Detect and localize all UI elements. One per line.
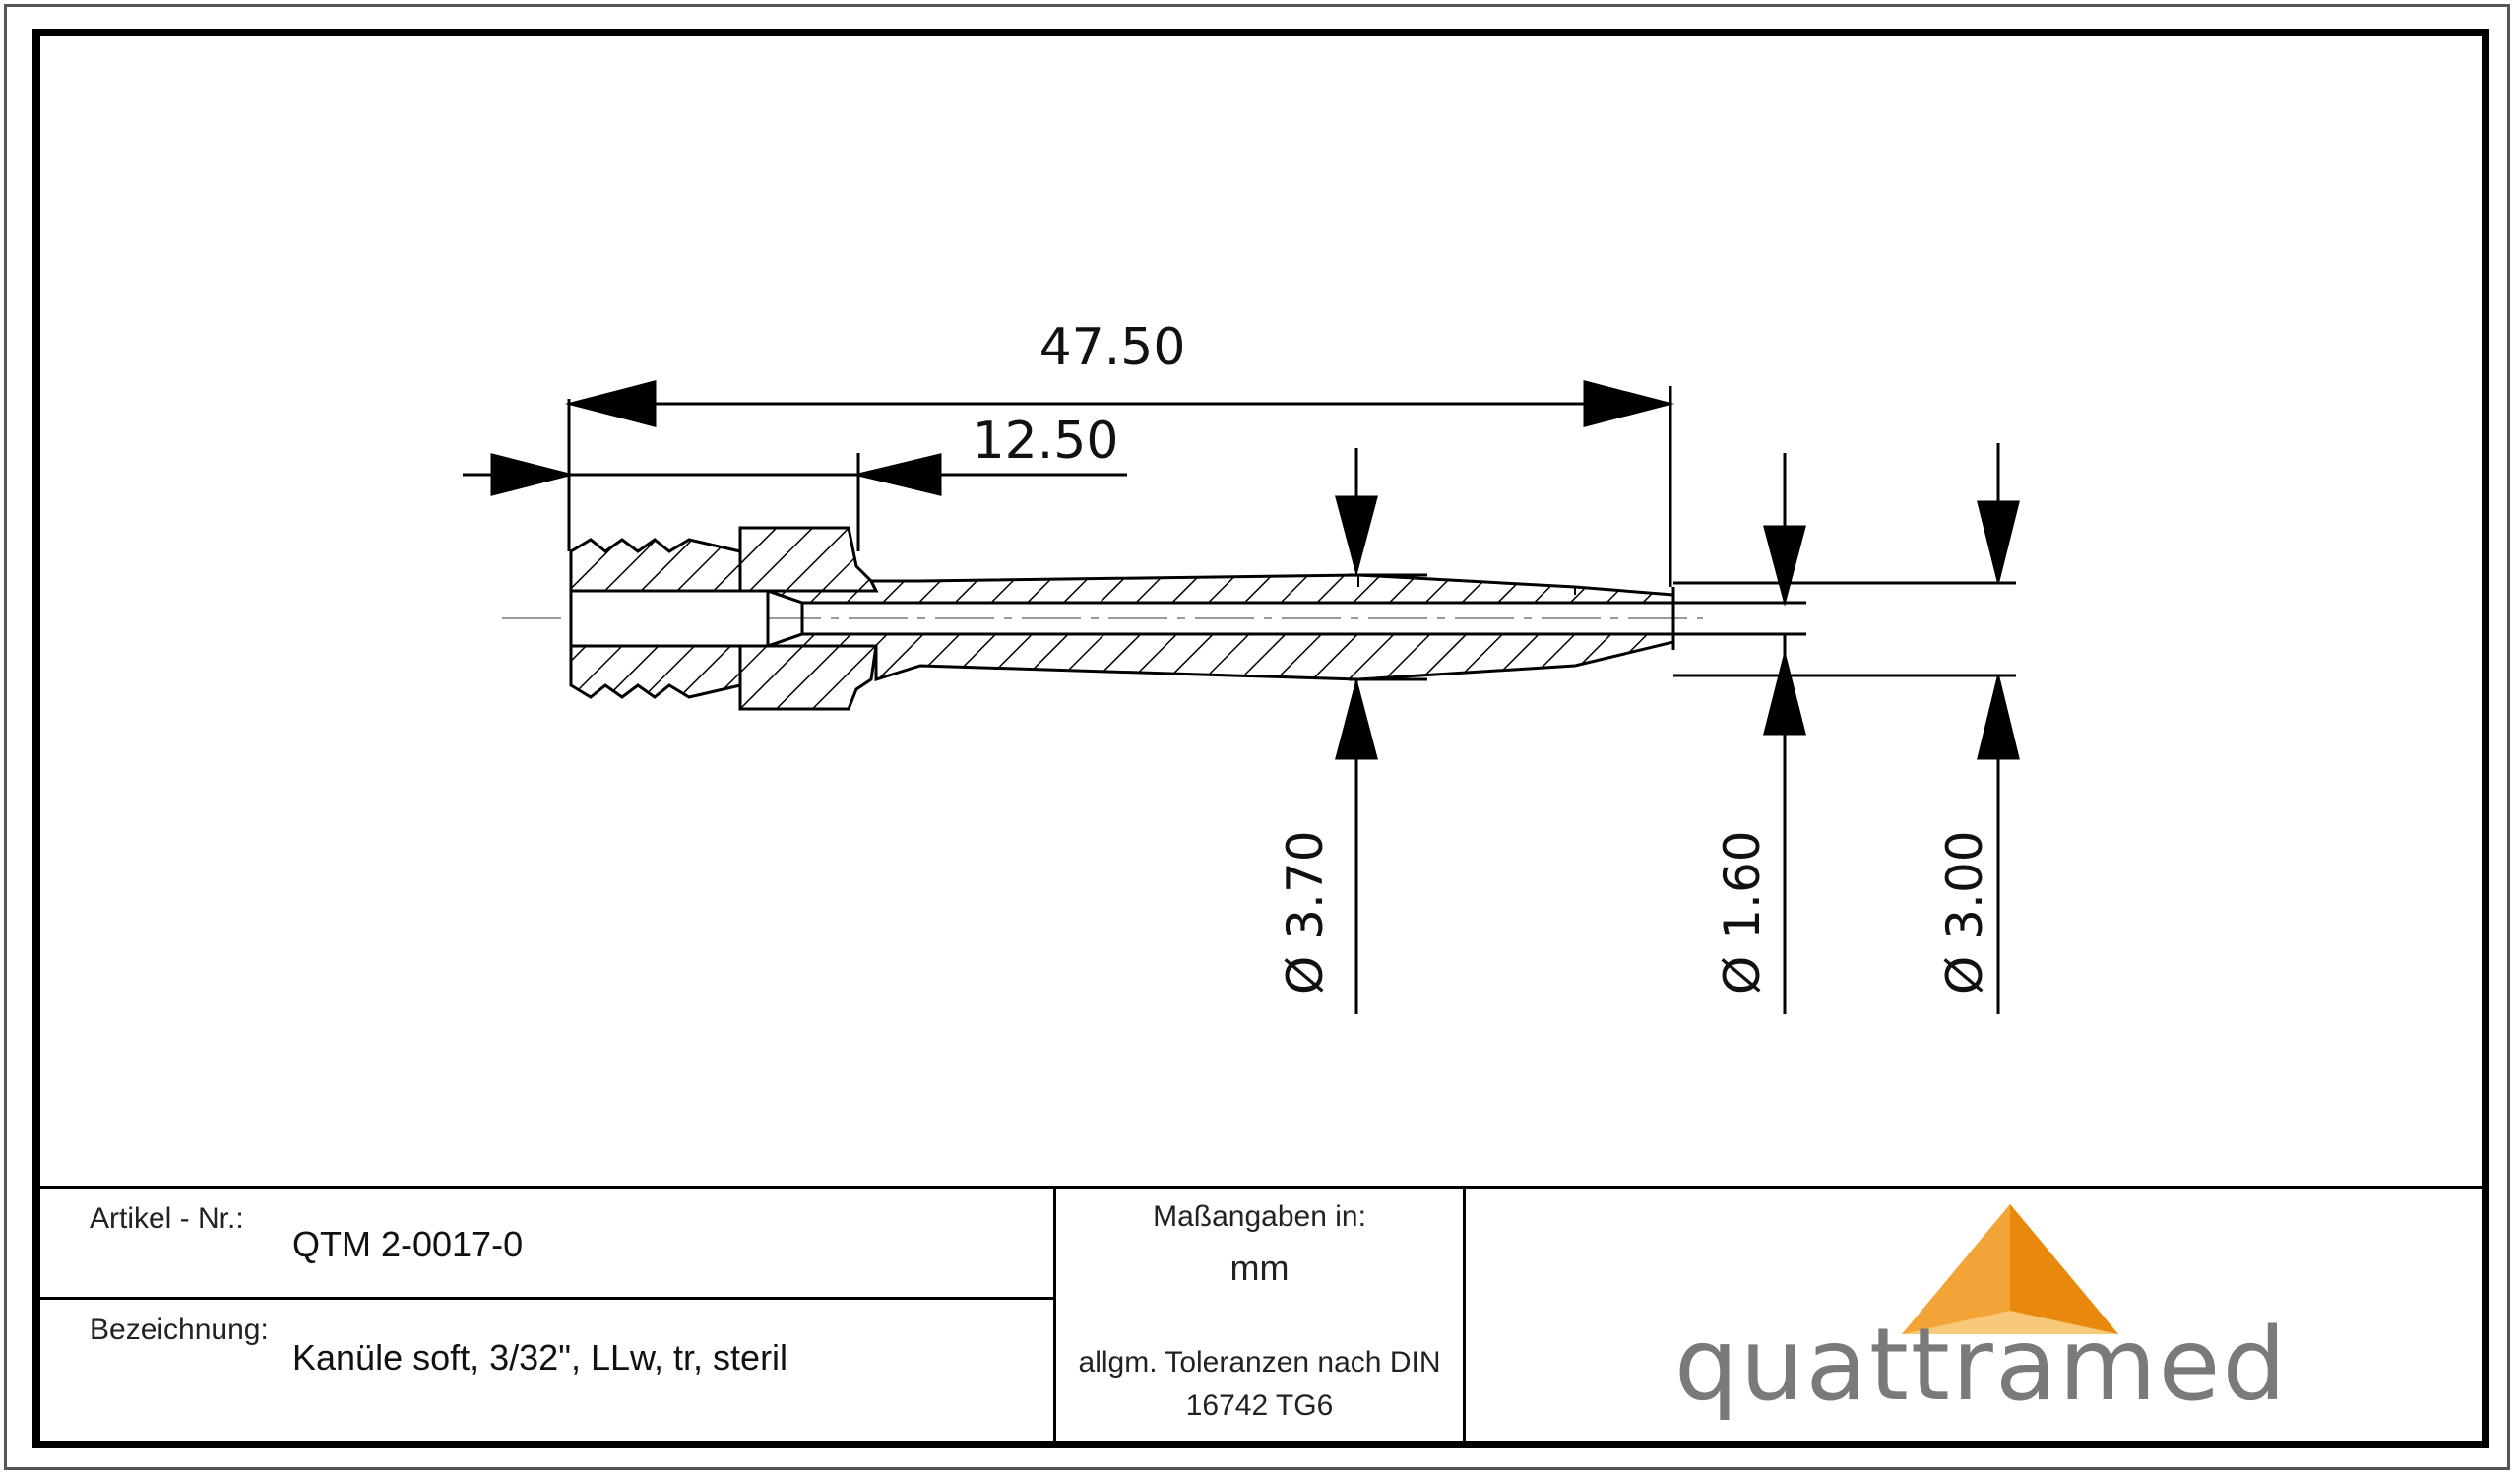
units-label: Maßangaben in: [1153,1200,1366,1233]
cannula-section [569,526,1675,711]
article-value: QTM 2-0017-0 [292,1224,524,1264]
dim-text-dia-3-70: Ø 3.70 [1277,830,1334,995]
units-cell: Maßangaben in: mm allgm. Toleranzen nach… [1056,1189,1466,1444]
tolerance-line-1: allgm. Toleranzen nach DIN [1078,1346,1441,1379]
dim-text-47-50: 47.50 [1040,318,1186,377]
dimension-hub-length [463,453,1127,551]
drawing-frame [32,29,2489,1448]
logo-wordmark: quattramed [1674,1307,2289,1424]
dim-text-dia-1-60: Ø 1.60 [1714,830,1771,995]
dim-text-12-50: 12.50 [973,412,1119,471]
title-block: Artikel - Nr.: QTM 2-0017-0 Bezeichnung:… [40,1186,2482,1444]
designation-label: Bezeichnung: [90,1314,269,1346]
article-label: Artikel - Nr.: [90,1202,244,1235]
article-cell: Artikel - Nr.: QTM 2-0017-0 [40,1189,1056,1300]
tolerance-line-2: 16742 TG6 [1185,1389,1334,1422]
dimension-dia-1-60 [1673,453,1806,1014]
quattramed-logo-mark [1902,1204,2118,1334]
outer-frame [4,4,2510,1470]
dimension-dia-3-00 [1673,443,2020,1014]
dimension-dia-3-70 [1335,448,1427,1014]
dimension-overall-length [565,380,1674,587]
designation-cell: Bezeichnung: Kanüle soft, 3/32", LLw, tr… [40,1300,1056,1444]
dim-text-dia-3-00: Ø 3.00 [1936,830,1993,995]
designation-value: Kanüle soft, 3/32", LLw, tr, steril [292,1337,788,1378]
units-value: mm [1229,1248,1290,1288]
logo-cell: quattramed [1466,1189,2482,1444]
